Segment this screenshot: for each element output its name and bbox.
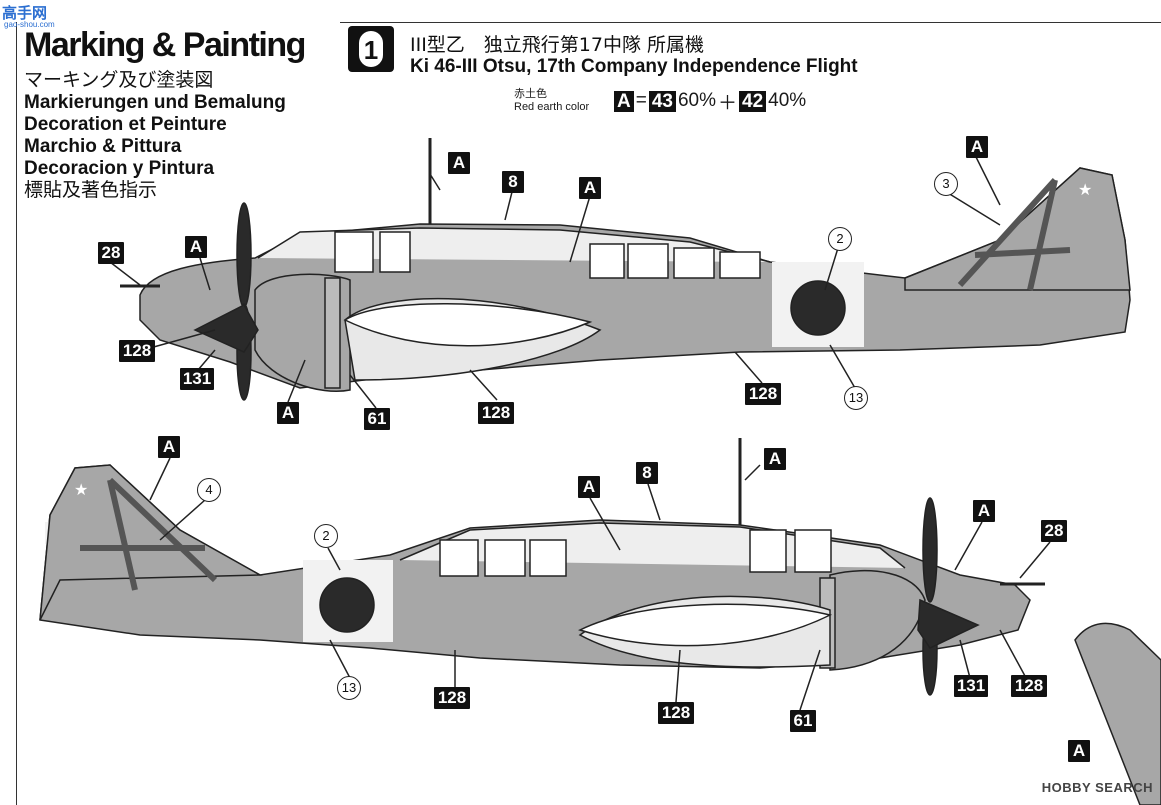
callout-131: 131 <box>180 368 214 390</box>
callout-128: 128 <box>434 687 470 709</box>
color-note-en: Red earth color <box>514 101 590 113</box>
callout-8: 8 <box>636 462 658 484</box>
callout-a: A <box>764 448 786 470</box>
callout-128: 128 <box>1011 675 1047 697</box>
scheme-title-en: Ki 46-III Otsu, 17th Company Independenc… <box>410 56 858 77</box>
callout-128: 128 <box>745 383 781 405</box>
callout-28: 28 <box>98 242 124 264</box>
callout-131: 131 <box>954 675 988 697</box>
callout-a: A <box>448 152 470 174</box>
callout-circle-13: 13 <box>337 676 361 700</box>
svg-text:★: ★ <box>74 482 88 499</box>
color-note-jp: 赤土色 <box>514 88 547 100</box>
title-de: Markierungen und Bemalung <box>24 92 286 113</box>
title-jp: マーキング及び塗装図 <box>24 70 214 91</box>
callout-a: A <box>185 236 207 258</box>
frame-left-rule <box>16 22 17 805</box>
callout-a: A <box>579 177 601 199</box>
frame-top-rule <box>340 22 1161 23</box>
partial-wing <box>1074 622 1161 805</box>
watermark: 高手网 <box>2 5 48 22</box>
svg-text:★: ★ <box>1078 182 1092 199</box>
title-cn: 標貼及著色指示 <box>24 180 158 201</box>
callout-circle-3: 3 <box>934 172 958 196</box>
top-hinomaru <box>790 280 846 336</box>
callout-28: 28 <box>1041 520 1067 542</box>
callout-128: 128 <box>478 402 514 424</box>
top-aircraft: ★ <box>109 138 1131 409</box>
bottom-hinomaru <box>319 577 375 633</box>
color-formula: A = 43 60% ＋ 42 40% <box>614 90 806 114</box>
callout-8: 8 <box>502 171 524 193</box>
callout-61: 61 <box>364 408 390 430</box>
callout-128: 128 <box>119 340 155 362</box>
bottom-aircraft: ★ <box>39 438 1051 711</box>
scheme-title-jp: III型乙 独立飛行第17中隊 所属機 <box>410 34 705 56</box>
callout-a: A <box>966 136 988 158</box>
title-it: Marchio & Pittura <box>24 136 182 157</box>
page-title: Marking & Painting <box>24 26 306 64</box>
callout-circle-2: 2 <box>314 524 338 548</box>
title-fr: Decoration et Peinture <box>24 114 227 135</box>
footer-logo: HOBBY SEARCH <box>1041 780 1153 795</box>
callout-circle-4: 4 <box>197 478 221 502</box>
callout-circle-13: 13 <box>844 386 868 410</box>
callout-a: A <box>578 476 600 498</box>
watermark-sub: gao-shou.com <box>4 20 55 29</box>
callout-a: A <box>973 500 995 522</box>
callout-61: 61 <box>790 710 816 732</box>
callout-a: A <box>277 402 299 424</box>
title-es: Decoracion y Pintura <box>24 158 215 179</box>
callout-128: 128 <box>658 702 694 724</box>
scheme-number-badge: 1 <box>348 26 394 72</box>
callout-a: A <box>158 436 180 458</box>
callout-circle-2: 2 <box>828 227 852 251</box>
callout-a: A <box>1068 740 1090 762</box>
